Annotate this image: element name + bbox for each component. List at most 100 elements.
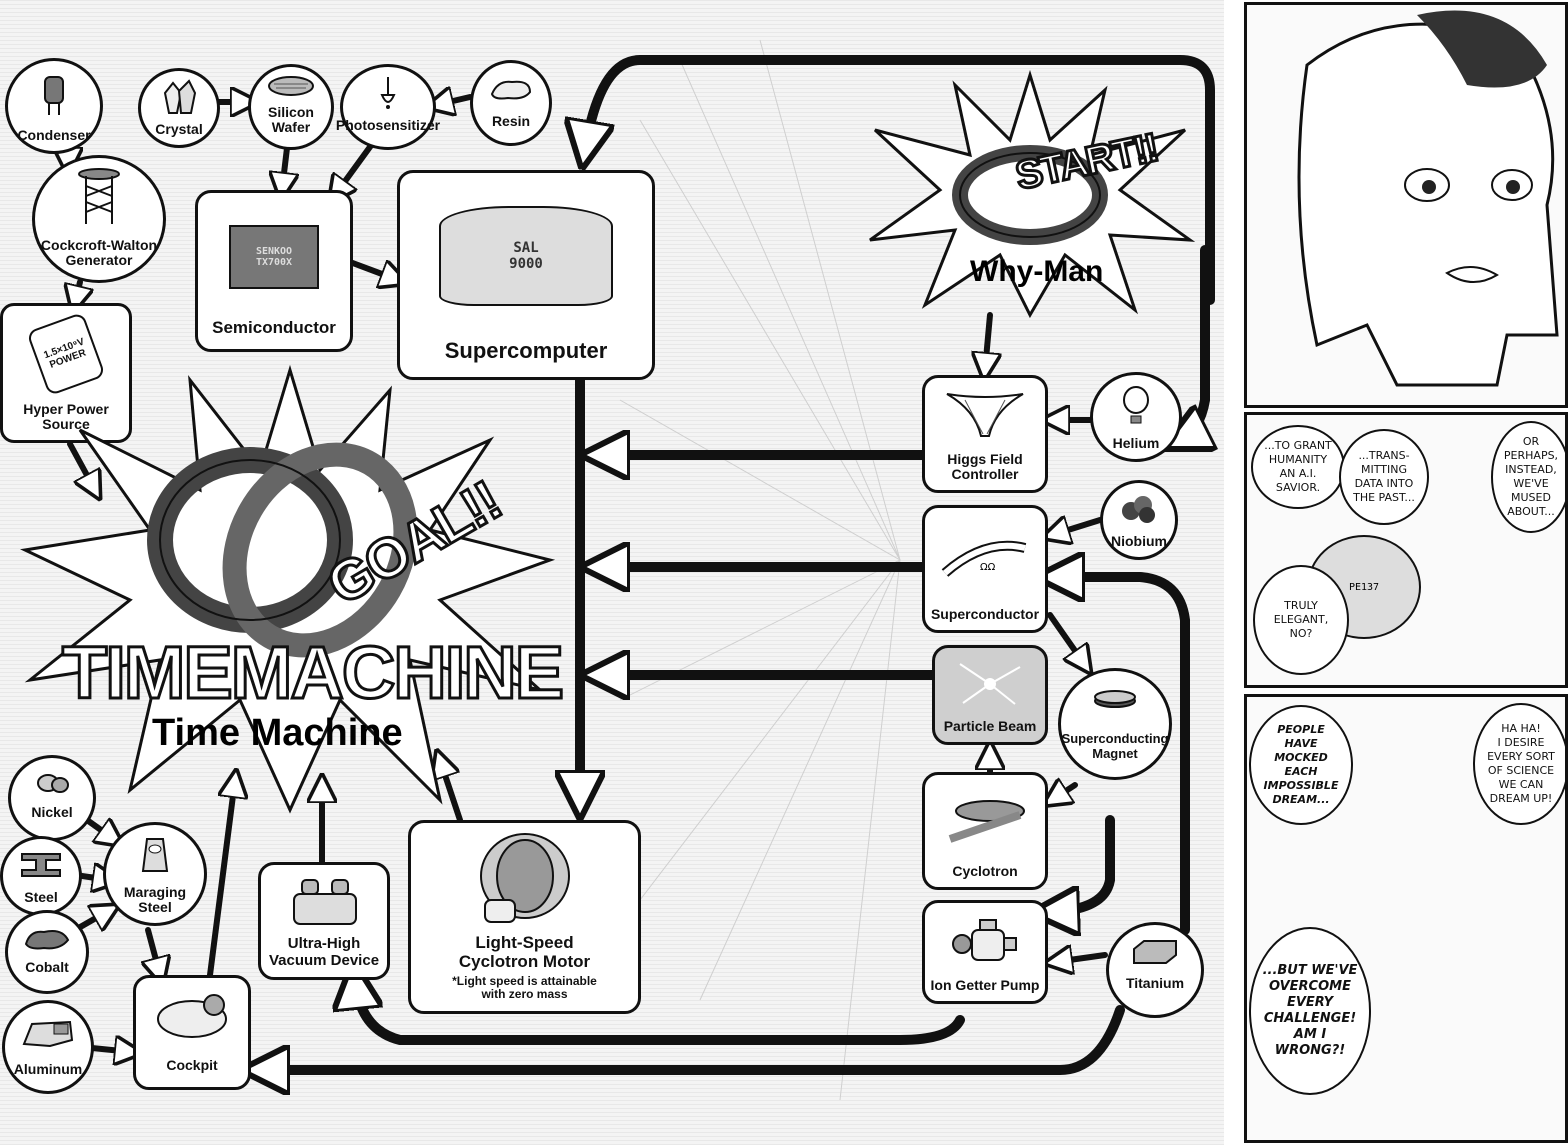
semiconductor-node: SENKOO TX700X Semiconductor: [195, 190, 353, 352]
vacuum-chamber-icon: [261, 865, 387, 935]
panel-3: PEOPLE HAVE MOCKED EACH IMPOSSIBLE DREAM…: [1244, 694, 1568, 1143]
maraging-steel-label: Maraging Steel: [123, 884, 187, 915]
magnet-disc-icon: [1061, 671, 1169, 731]
higgs-label: Higgs Field Controller: [947, 451, 1023, 482]
resin-icon: [473, 63, 549, 114]
maraging-part-icon: [106, 825, 204, 885]
resin-label: Resin: [491, 113, 531, 129]
superconductor-node: ΩΩ Superconductor: [922, 505, 1048, 633]
panel-3-bubble-3: ...BUT WE'VE OVERCOME EVERY CHALLENGE! A…: [1249, 927, 1371, 1095]
vacuum-device-node: Ultra-High Vacuum Device: [258, 862, 390, 980]
aluminum-node: Aluminum: [2, 1000, 94, 1094]
ion-pump-label: Ion Getter Pump: [930, 977, 1040, 993]
helium-node: Helium: [1090, 372, 1182, 462]
particle-burst-icon: [935, 648, 1045, 719]
chip-text: SENKOO TX700X: [229, 224, 319, 289]
comic-panels: ...TO GRANT HUMANITY AN A.I. SAVIOR. ...…: [1232, 0, 1568, 1145]
particle-beam-label: Particle Beam: [943, 718, 1037, 734]
connector-arrows: [0, 39, 1224, 1101]
cyclotron-node: Cyclotron: [922, 772, 1048, 890]
titanium-label: Titanium: [1125, 975, 1185, 991]
pump-icon: [925, 903, 1045, 978]
photosensitizer-label: Photosensitizer: [335, 117, 441, 133]
start-burst: [869, 70, 1195, 319]
cockpit-pod-icon: [136, 978, 248, 1058]
hyper-power-node: 1.5×10⁹V POWER Hyper Power Source: [0, 303, 132, 443]
panel-2: ...TO GRANT HUMANITY AN A.I. SAVIOR. ...…: [1244, 412, 1568, 688]
dropper-icon: [343, 67, 433, 118]
nickel-node: Nickel: [8, 755, 96, 841]
cyclotron-motor-icon: [411, 823, 638, 933]
niobium-cluster-icon: [1103, 483, 1175, 534]
tech-tree-diagram: Condenser Crystal Silicon Wafer Photosen…: [0, 0, 1224, 1145]
light-speed-motor-node: Light-Speed Cyclotron Motor *Light speed…: [408, 820, 641, 1014]
particle-beam-node: Particle Beam: [932, 645, 1048, 745]
light-speed-motor-label: Light-Speed Cyclotron Motor: [458, 933, 591, 971]
svg-text:ΩΩ: ΩΩ: [980, 562, 996, 573]
niobium-label: Niobium: [1111, 533, 1167, 549]
maraging-steel-node: Maraging Steel: [103, 822, 207, 926]
superconductor-label: Superconductor: [930, 606, 1040, 622]
sc-magnet-node: Superconducting Magnet: [1058, 668, 1172, 780]
why-man-label: Why-Man: [970, 255, 1104, 288]
higgs-node: Higgs Field Controller: [922, 375, 1048, 493]
chip-icon: SENKOO TX700X: [198, 193, 350, 320]
aluminum-label: Aluminum: [13, 1061, 83, 1077]
helium-label: Helium: [1112, 435, 1160, 451]
cyclotron-beam-icon: [925, 775, 1045, 864]
i-beam-icon: [3, 839, 79, 890]
crystal-label: Crystal: [155, 121, 203, 137]
crystal-node: Crystal: [138, 68, 220, 148]
character-face-illustration: [1297, 10, 1559, 387]
time-machine-outline-text: TIMEMACHINE: [60, 630, 565, 716]
panel-2-bubble-4: TRULY ELEGANT, NO?: [1253, 565, 1349, 675]
cobalt-label: Cobalt: [25, 959, 69, 975]
goal-burst: [20, 364, 556, 814]
aluminum-foil-icon: [5, 1003, 91, 1062]
cobalt-ore-icon: [8, 913, 86, 960]
condenser-node: Condenser: [5, 58, 103, 154]
warped-grid-icon: [925, 378, 1045, 452]
semiconductor-label: Semiconductor: [212, 318, 336, 337]
cobalt-node: Cobalt: [5, 910, 89, 994]
crystal-icon: [141, 71, 217, 122]
hyper-power-label: Hyper Power Source: [23, 401, 109, 432]
nickel-label: Nickel: [31, 804, 73, 820]
wafer-icon: [251, 67, 331, 105]
niobium-node: Niobium: [1100, 480, 1178, 560]
silicon-wafer-node: Silicon Wafer: [248, 64, 334, 150]
nickel-nugget-icon: [11, 758, 93, 805]
supercomputer-icon: SAL 9000: [400, 173, 652, 339]
cyclotron-label: Cyclotron: [952, 863, 1018, 879]
panel-2-bubble-1: ...TO GRANT HUMANITY AN A.I. SAVIOR.: [1251, 425, 1345, 509]
panel-1: [1244, 2, 1568, 408]
titanium-node: Titanium: [1106, 922, 1204, 1018]
cockcroft-walton-node: Cockcroft-Walton Generator: [32, 155, 166, 283]
superconductor-ring-icon: ΩΩ: [925, 508, 1045, 607]
supercomputer-node: SAL 9000 Supercomputer: [397, 170, 655, 380]
condenser-label: Condenser: [17, 127, 91, 143]
balloon-icon: [1093, 375, 1179, 436]
vacuum-device-label: Ultra-High Vacuum Device: [268, 935, 380, 969]
supercomputer-label: Supercomputer: [444, 338, 608, 363]
sal-text: SAL 9000: [509, 240, 543, 272]
generator-coil-icon: [35, 158, 163, 238]
ion-pump-node: Ion Getter Pump: [922, 900, 1048, 1004]
panel-3-bubble-1: PEOPLE HAVE MOCKED EACH IMPOSSIBLE DREAM…: [1249, 705, 1353, 825]
photosensitizer-node: Photosensitizer: [336, 64, 440, 150]
panel-2-bubble-2: ...TRANS- MITTING DATA INTO THE PAST...: [1339, 429, 1429, 525]
resin-node: Resin: [470, 60, 552, 146]
sc-magnet-label: Superconducting Magnet: [1061, 731, 1169, 761]
cockpit-label: Cockpit: [166, 1057, 218, 1073]
capacitor-icon: [8, 61, 100, 128]
silicon-wafer-label: Silicon Wafer: [268, 104, 314, 135]
time-machine-label: Time Machine: [152, 712, 403, 754]
steel-label: Steel: [24, 889, 58, 905]
panel-3-bubble-2: HA HA! I DESIRE EVERY SORT OF SCIENCE WE…: [1473, 703, 1565, 825]
titanium-bar-icon: [1109, 925, 1201, 976]
cockcroft-walton-label: Cockcroft-Walton Generator: [40, 237, 158, 268]
light-speed-note: *Light speed is attainable with zero mas…: [452, 974, 597, 1001]
cockpit-node: Cockpit: [133, 975, 251, 1090]
panel-2-bubble-3: OR PERHAPS, INSTEAD, WE'VE MUSED ABOUT..…: [1491, 421, 1565, 533]
steel-node: Steel: [0, 836, 82, 916]
